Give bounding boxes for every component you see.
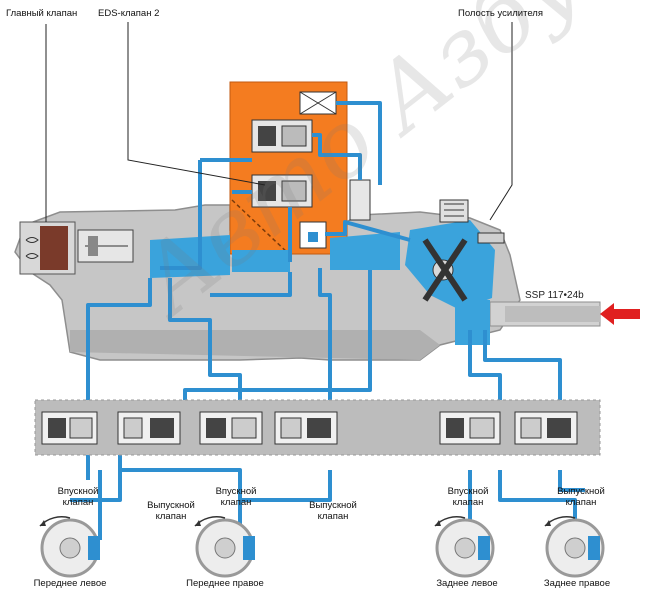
valve-label-line1: Выпускной	[557, 486, 605, 497]
label-eds-valve: EDS-клапан 2	[98, 8, 160, 19]
pump-assembly	[422, 199, 505, 302]
valve-cartridge-fr-in	[199, 411, 263, 445]
eds-valve-upper	[251, 119, 313, 153]
valve-label-line1: Впускной	[57, 486, 99, 497]
fluid-chamber-center	[232, 250, 290, 272]
valve-cartridge-fl-out	[117, 411, 181, 445]
fluid-chamber-right	[330, 232, 400, 270]
valve-cartridge-rl-in	[439, 411, 501, 445]
wheel-rear-right	[544, 516, 605, 578]
input-force-arrow-icon	[600, 303, 640, 325]
label-booster-cavity: Полость усилителя	[458, 8, 543, 19]
leader-lines	[45, 22, 513, 222]
valve-cartridge-fl-in	[41, 411, 98, 445]
wheel-rear-left	[434, 516, 495, 578]
valve-label-rl-in: Впускной клапан	[438, 486, 498, 508]
wheel-label-front-right: Переднее правое	[186, 578, 264, 589]
ssp-code: SSP 117•24b	[525, 290, 584, 301]
eds-check-valve	[299, 91, 337, 115]
wheel-label-rear-right: Заднее правое	[543, 578, 611, 589]
wheel-front-right	[194, 516, 255, 578]
valve-label-fl-in: Впускной клапан	[48, 486, 108, 508]
valve-label-line1: Выпускной	[309, 500, 357, 511]
valve-label-line2: клапан	[565, 497, 597, 508]
wheel-label-front-left: Переднее левое	[33, 578, 107, 589]
valve-cartridge-rl-out	[514, 411, 578, 445]
valve-label-fr-out: Выпускной клапан	[300, 500, 366, 522]
valve-label-rl-out: Выпускной клапан	[548, 486, 614, 508]
valve-label-line1: Впускной	[215, 486, 257, 497]
valve-label-line2: клапан	[220, 497, 252, 508]
label-main-valve: Главный клапан	[6, 8, 78, 19]
valve-label-line1: Выпускной	[147, 500, 195, 511]
eds-valve-lower	[251, 174, 313, 208]
valve-label-fl-out: Выпускной клапан	[138, 500, 204, 522]
valve-label-line2: клапан	[155, 511, 187, 522]
valve-label-line2: клапан	[62, 497, 94, 508]
valve-label-line1: Впускной	[447, 486, 489, 497]
valve-label-line2: клапан	[452, 497, 484, 508]
fluid-chamber-left	[150, 235, 230, 278]
housing-shadow	[70, 330, 440, 360]
valve-cartridge-fr-out	[274, 411, 338, 445]
wheel-label-rear-left: Заднее левое	[436, 578, 498, 589]
center-piston	[349, 179, 371, 221]
pressure-sensor	[299, 221, 327, 249]
valve-label-fr-in: Впускной клапан	[206, 486, 266, 508]
wheel-front-left	[39, 516, 100, 578]
main-valve-assembly	[19, 221, 134, 275]
valve-label-line2: клапан	[317, 511, 349, 522]
